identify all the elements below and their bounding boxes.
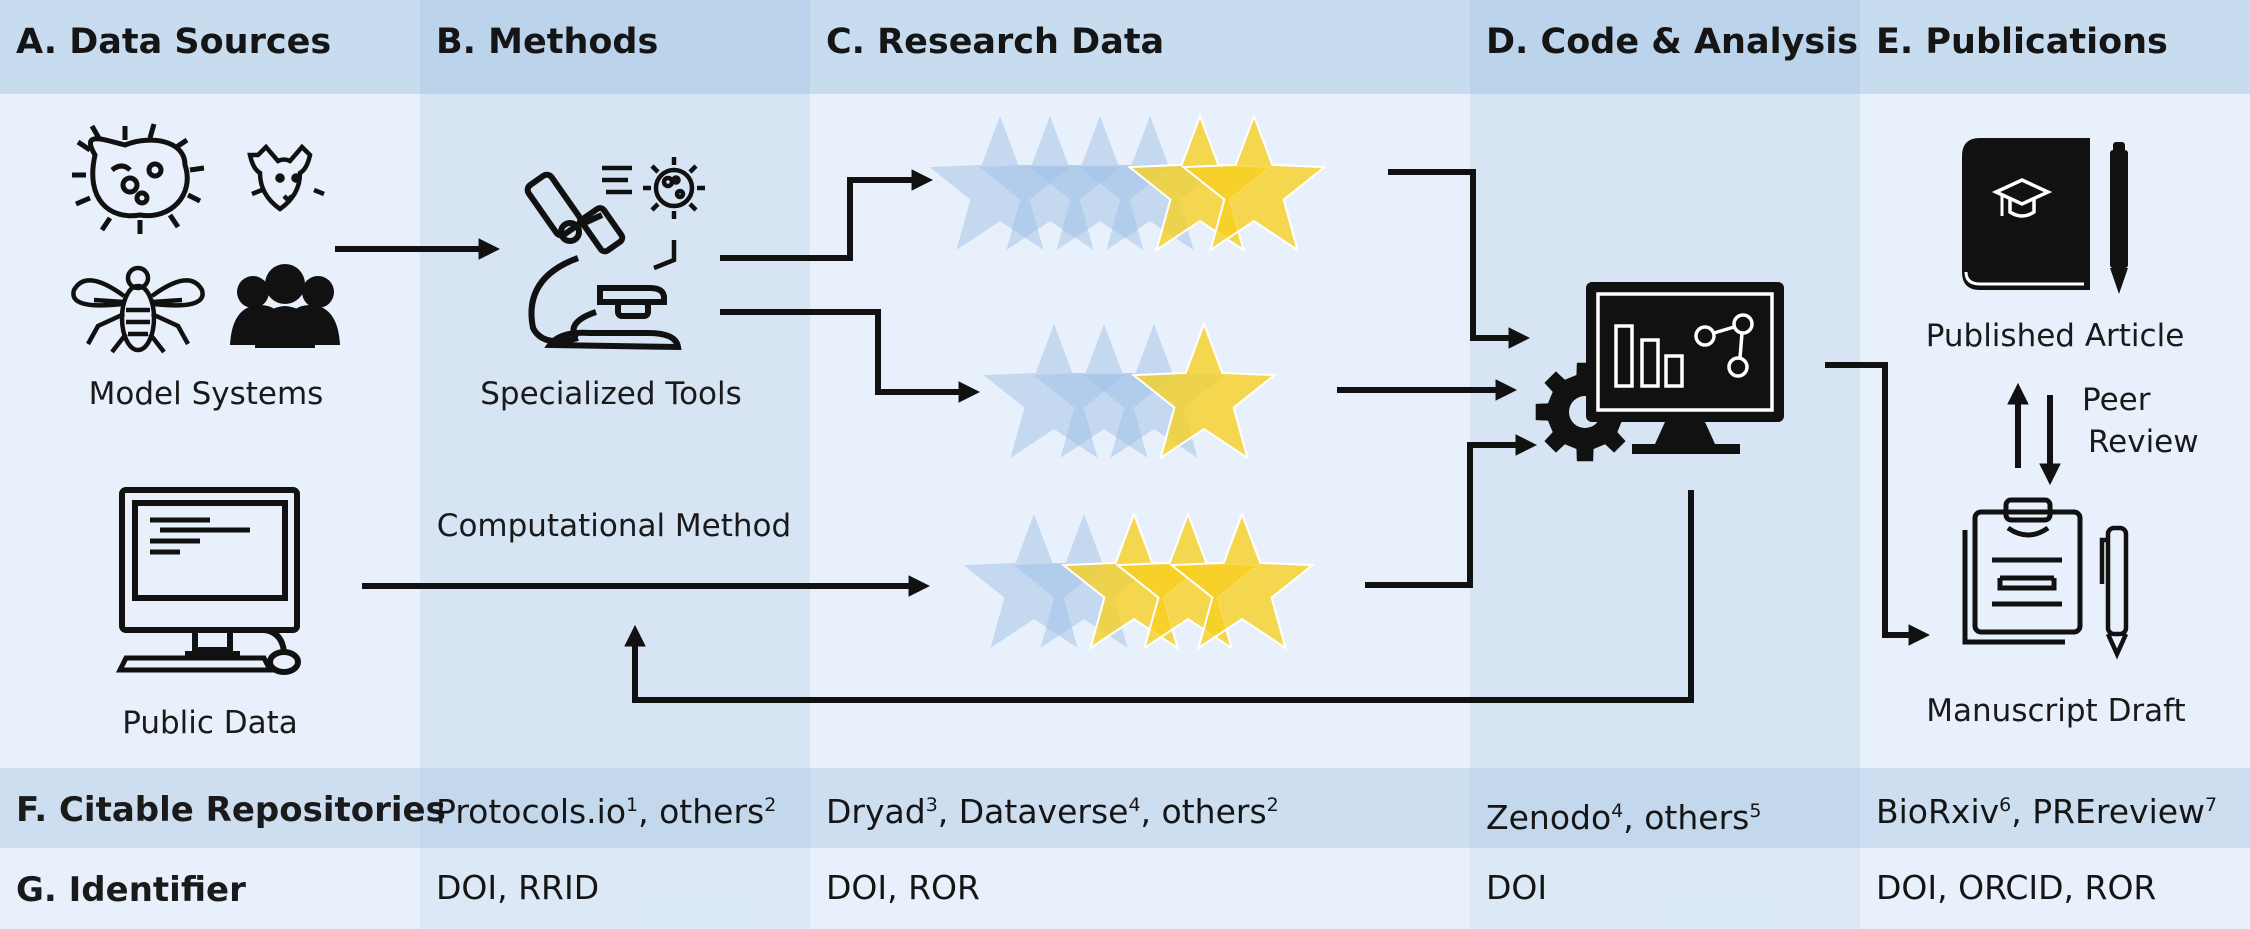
identifier-band (0, 848, 2250, 929)
arrow-tools-to-stars-1 (720, 169, 934, 261)
identifier-publications: DOI, ORCID, ROR (1876, 868, 2157, 907)
repositories-row-label: F. Citable Repositories (16, 790, 446, 830)
pen-icon (2099, 525, 2129, 660)
repositories-code-analysis: Zenodo4, others5 (1486, 798, 1762, 837)
arrow-tools-to-stars-2 (720, 309, 981, 403)
identifier-methods: DOI, RRID (436, 868, 600, 907)
header-research-data: C. Research Data (826, 22, 1165, 62)
label-public-data: Public Data (122, 705, 298, 741)
header-code-analysis: D. Code & Analysis (1486, 22, 1859, 62)
identifier-research-data: DOI, ROR (826, 868, 980, 907)
label-peer-review-1: Peer (2082, 382, 2151, 418)
research-data-stars (929, 113, 1328, 651)
repositories-methods: Protocols.io1, others2 (436, 792, 777, 831)
people-icon (230, 264, 340, 348)
label-published-article: Published Article (1925, 318, 2185, 354)
label-computational-method: Computational Method (436, 508, 792, 544)
label-manuscript-draft: Manuscript Draft (1926, 693, 2186, 729)
clipboard-icon (1962, 497, 2083, 645)
flow-arrows (335, 169, 2061, 703)
pencil-icon (2110, 142, 2128, 294)
identifier-row-label: G. Identifier (16, 870, 246, 910)
yellow-star (1180, 113, 1328, 253)
label-model-systems: Model Systems (88, 376, 324, 412)
repositories-research-data: Dryad3, Dataverse4, others2 (826, 792, 1279, 831)
label-peer-review-2: Review (2088, 424, 2199, 460)
label-specialized-tools: Specialized Tools (480, 376, 742, 412)
repositories-band (0, 768, 2250, 848)
bacterium-icon (72, 123, 205, 234)
arrow-analysis-feedback (624, 490, 1694, 703)
mouse-icon (247, 143, 325, 212)
computer-icon (115, 487, 301, 675)
header-publications: E. Publications (1876, 22, 2168, 62)
microscope-icon (524, 171, 682, 351)
arrow-analysis-to-draft (1825, 362, 1931, 646)
analysis-monitor-icon (1586, 282, 1784, 454)
book-icon (1962, 138, 2090, 290)
yellow-star (1168, 511, 1316, 651)
header-data-sources: A. Data Sources (16, 22, 332, 62)
arrow-stars3-to-analysis (1365, 434, 1538, 588)
fly-icon (71, 265, 205, 354)
virus-icon (602, 157, 705, 271)
header-methods: B. Methods (436, 22, 659, 62)
identifier-code-analysis: DOI (1486, 868, 1548, 907)
repositories-publications: BioRxiv6, PREreview7 (1876, 792, 2218, 831)
yellow-star (1130, 321, 1278, 461)
arrow-stars1-to-analysis (1388, 169, 1531, 349)
